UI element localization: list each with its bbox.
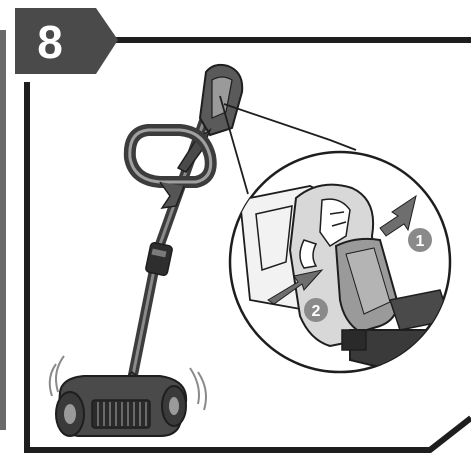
grass-trimmer bbox=[50, 65, 242, 436]
side-bar bbox=[0, 30, 6, 430]
callout-1-label: 1 bbox=[416, 233, 425, 250]
step-number: 8 bbox=[37, 16, 63, 68]
cutting-head bbox=[56, 376, 186, 436]
shaft-collar bbox=[145, 242, 173, 276]
step-badge: 8 bbox=[15, 8, 118, 74]
callout-2-label: 2 bbox=[312, 303, 321, 320]
detail-magnifier: 1 2 bbox=[230, 152, 460, 372]
